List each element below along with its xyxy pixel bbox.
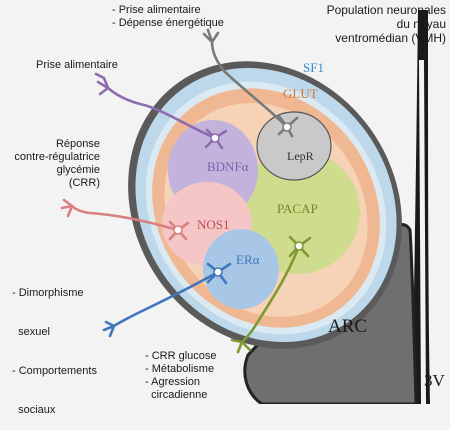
annotation-crr-line-2: contre-régulatrice [14,151,100,163]
annotation-prise-alimentaire: Prise alimentaire [36,59,118,72]
glut-label: GLUT [283,86,318,101]
pacap-neuron [230,235,312,354]
era-region [203,229,279,309]
lepr-label: LepR [287,149,314,163]
third-ventricle-inner [419,60,426,404]
title-line-1: Population neuronales [326,3,446,17]
era-label: ERα [236,252,260,267]
era-neuron [102,262,232,338]
annotation-bottom-line-2: - Métabolisme [145,363,215,375]
annotation-social-line-2: sexuel [12,326,50,338]
annotation-top: - Prise alimentaire - Dépense énergétiqu… [112,4,224,30]
vmh-diagram: SF1 GLUT LepR BDNFα PACAP NOS1 ERα ARC 3… [60,10,446,404]
annotation-bottom-line-3: - Agression [145,376,201,388]
annotation-crr: Réponse contre-régulatrice glycémie (CRR… [2,138,100,190]
third-ventricle-label: 3V [424,371,446,390]
bdnf-neuron [94,72,228,150]
title-line-3: ventromédian (VMH) [335,31,446,45]
annotation-top-line-1: - Prise alimentaire [112,4,201,16]
annotation-social-line-3: - Comportements [12,365,97,377]
arc-label: ARC [328,316,367,337]
nos1-neuron [60,198,190,241]
annotation-social: - Dimorphisme sexuel - Comportements soc… [12,261,97,430]
nos1-label: NOS1 [197,217,230,232]
pacap-label: PACAP [277,201,318,216]
bdnf-label: BDNFα [207,159,249,174]
lepr-neuron [202,28,299,138]
annotation-prise-text: Prise alimentaire [36,59,118,71]
annotation-crr-line-4: (CRR) [68,177,100,189]
diagram-title: Population neuronales du noyau ventroméd… [300,3,446,45]
sf1-label: SF1 [303,60,324,75]
title-line-2: du noyau [396,17,446,31]
annotation-top-line-2: - Dépense énergétique [112,17,224,29]
lepr-region [256,111,332,181]
annotation-bottom-line-1: - CRR glucose [145,350,217,362]
annotation-social-line-4: sociaux [12,404,56,416]
annotation-crr-line-1: Réponse [55,138,100,150]
annotation-bottom-line-4: circadienne [145,389,208,401]
annotation-bottom: - CRR glucose - Métabolisme - Agression … [145,350,217,402]
annotation-crr-line-3: glycémie [56,164,100,176]
annotation-social-line-1: - Dimorphisme [12,287,84,299]
